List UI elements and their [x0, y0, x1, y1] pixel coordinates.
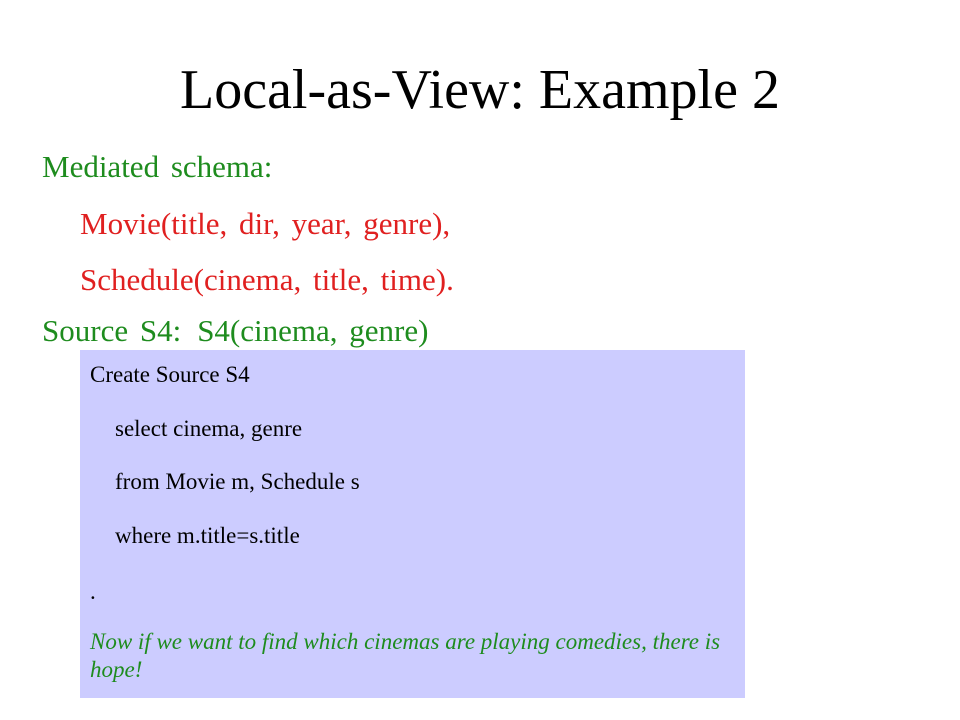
code-line-select: select cinema, genre [115, 416, 303, 441]
code-line-where: where m.title=s.title [115, 523, 300, 548]
source-definition: S4(cinema, genre) [197, 313, 429, 348]
source-label: Source S4: [42, 313, 182, 348]
slide-title: Local-as-View: Example 2 [180, 59, 780, 121]
source-definition-box: Create Source S4 select cinema, genre fr… [80, 350, 745, 698]
mediated-schema-label: Mediated schema: [42, 149, 273, 184]
note-text: Now if we want to find which cinemas are… [90, 629, 721, 682]
code-line-from: from Movie m, Schedule s [115, 469, 360, 494]
schema-schedule: Schedule(cinema, title, time). [80, 262, 454, 297]
code-line-create: Create Source S4 [90, 362, 250, 387]
code-line-terminator: . [90, 579, 96, 604]
source-line: Source S4: S4(cinema, genre) [42, 311, 428, 351]
schema-movie: Movie(title, dir, year, genre), [80, 206, 451, 241]
